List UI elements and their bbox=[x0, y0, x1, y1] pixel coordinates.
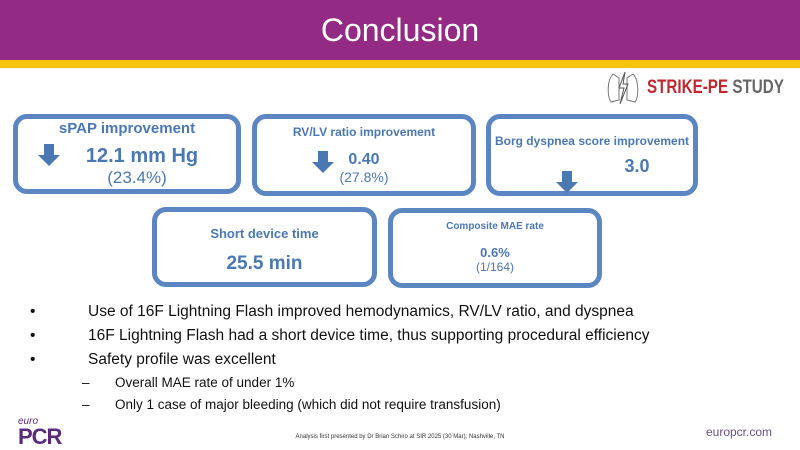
spap-box: sPAP improvement 12.1 mm Hg (23.4%) bbox=[13, 114, 241, 194]
lungs-lightning-icon bbox=[607, 71, 639, 105]
bullet-item: Use of 16F Lightning Flash improved hemo… bbox=[30, 303, 649, 327]
europcr-logo: euro PCR bbox=[18, 416, 62, 449]
sub-bullet-item: Overall MAE rate of under 1% bbox=[30, 375, 649, 397]
bullet-item: 16F Lightning Flash had a short device t… bbox=[30, 327, 649, 351]
bullet-item: Safety profile was excellent bbox=[30, 351, 649, 375]
arrow-down-icon bbox=[38, 144, 60, 166]
accent-bar bbox=[0, 60, 800, 68]
footer-url: europcr.com bbox=[705, 425, 772, 439]
device-time-box: Short device time 25.5 min bbox=[152, 207, 377, 287]
arrow-down-icon bbox=[312, 151, 334, 173]
slide-title: Conclusion bbox=[0, 0, 800, 60]
mae-box: Composite MAE rate 0.6% (1/164) bbox=[388, 208, 602, 288]
arrow-down-icon bbox=[556, 171, 578, 193]
bullet-list: Use of 16F Lightning Flash improved hemo… bbox=[30, 303, 649, 419]
footer-note: Analysis first presented by Dr Brian Sch… bbox=[295, 434, 505, 440]
borg-box: Borg dyspnea score improvement 3.0 bbox=[486, 114, 698, 196]
sub-bullet-item: Only 1 case of major bleeding (which did… bbox=[30, 397, 649, 419]
strike-pe-logo: STRIKE-PE STUDY bbox=[605, 70, 800, 106]
rvlv-box: RV/LV ratio improvement 0.40 (27.8%) bbox=[252, 114, 476, 196]
